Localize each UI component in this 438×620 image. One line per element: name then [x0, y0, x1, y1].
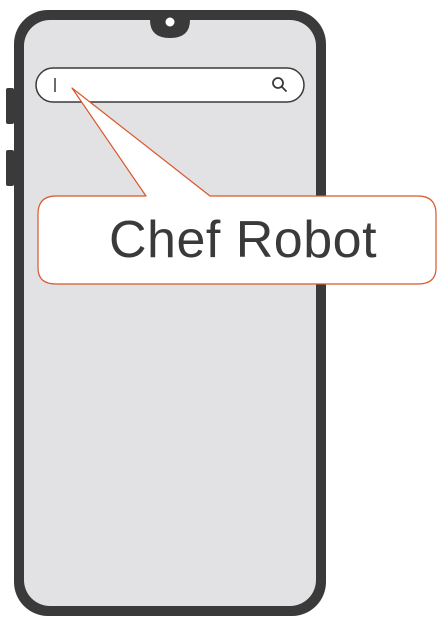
- phone-screen: [24, 20, 316, 606]
- callout-label: Chef Robot: [48, 200, 438, 280]
- search-bar[interactable]: [36, 68, 304, 102]
- power-button: [6, 150, 14, 186]
- volume-button: [6, 88, 14, 124]
- camera-icon: [166, 18, 175, 27]
